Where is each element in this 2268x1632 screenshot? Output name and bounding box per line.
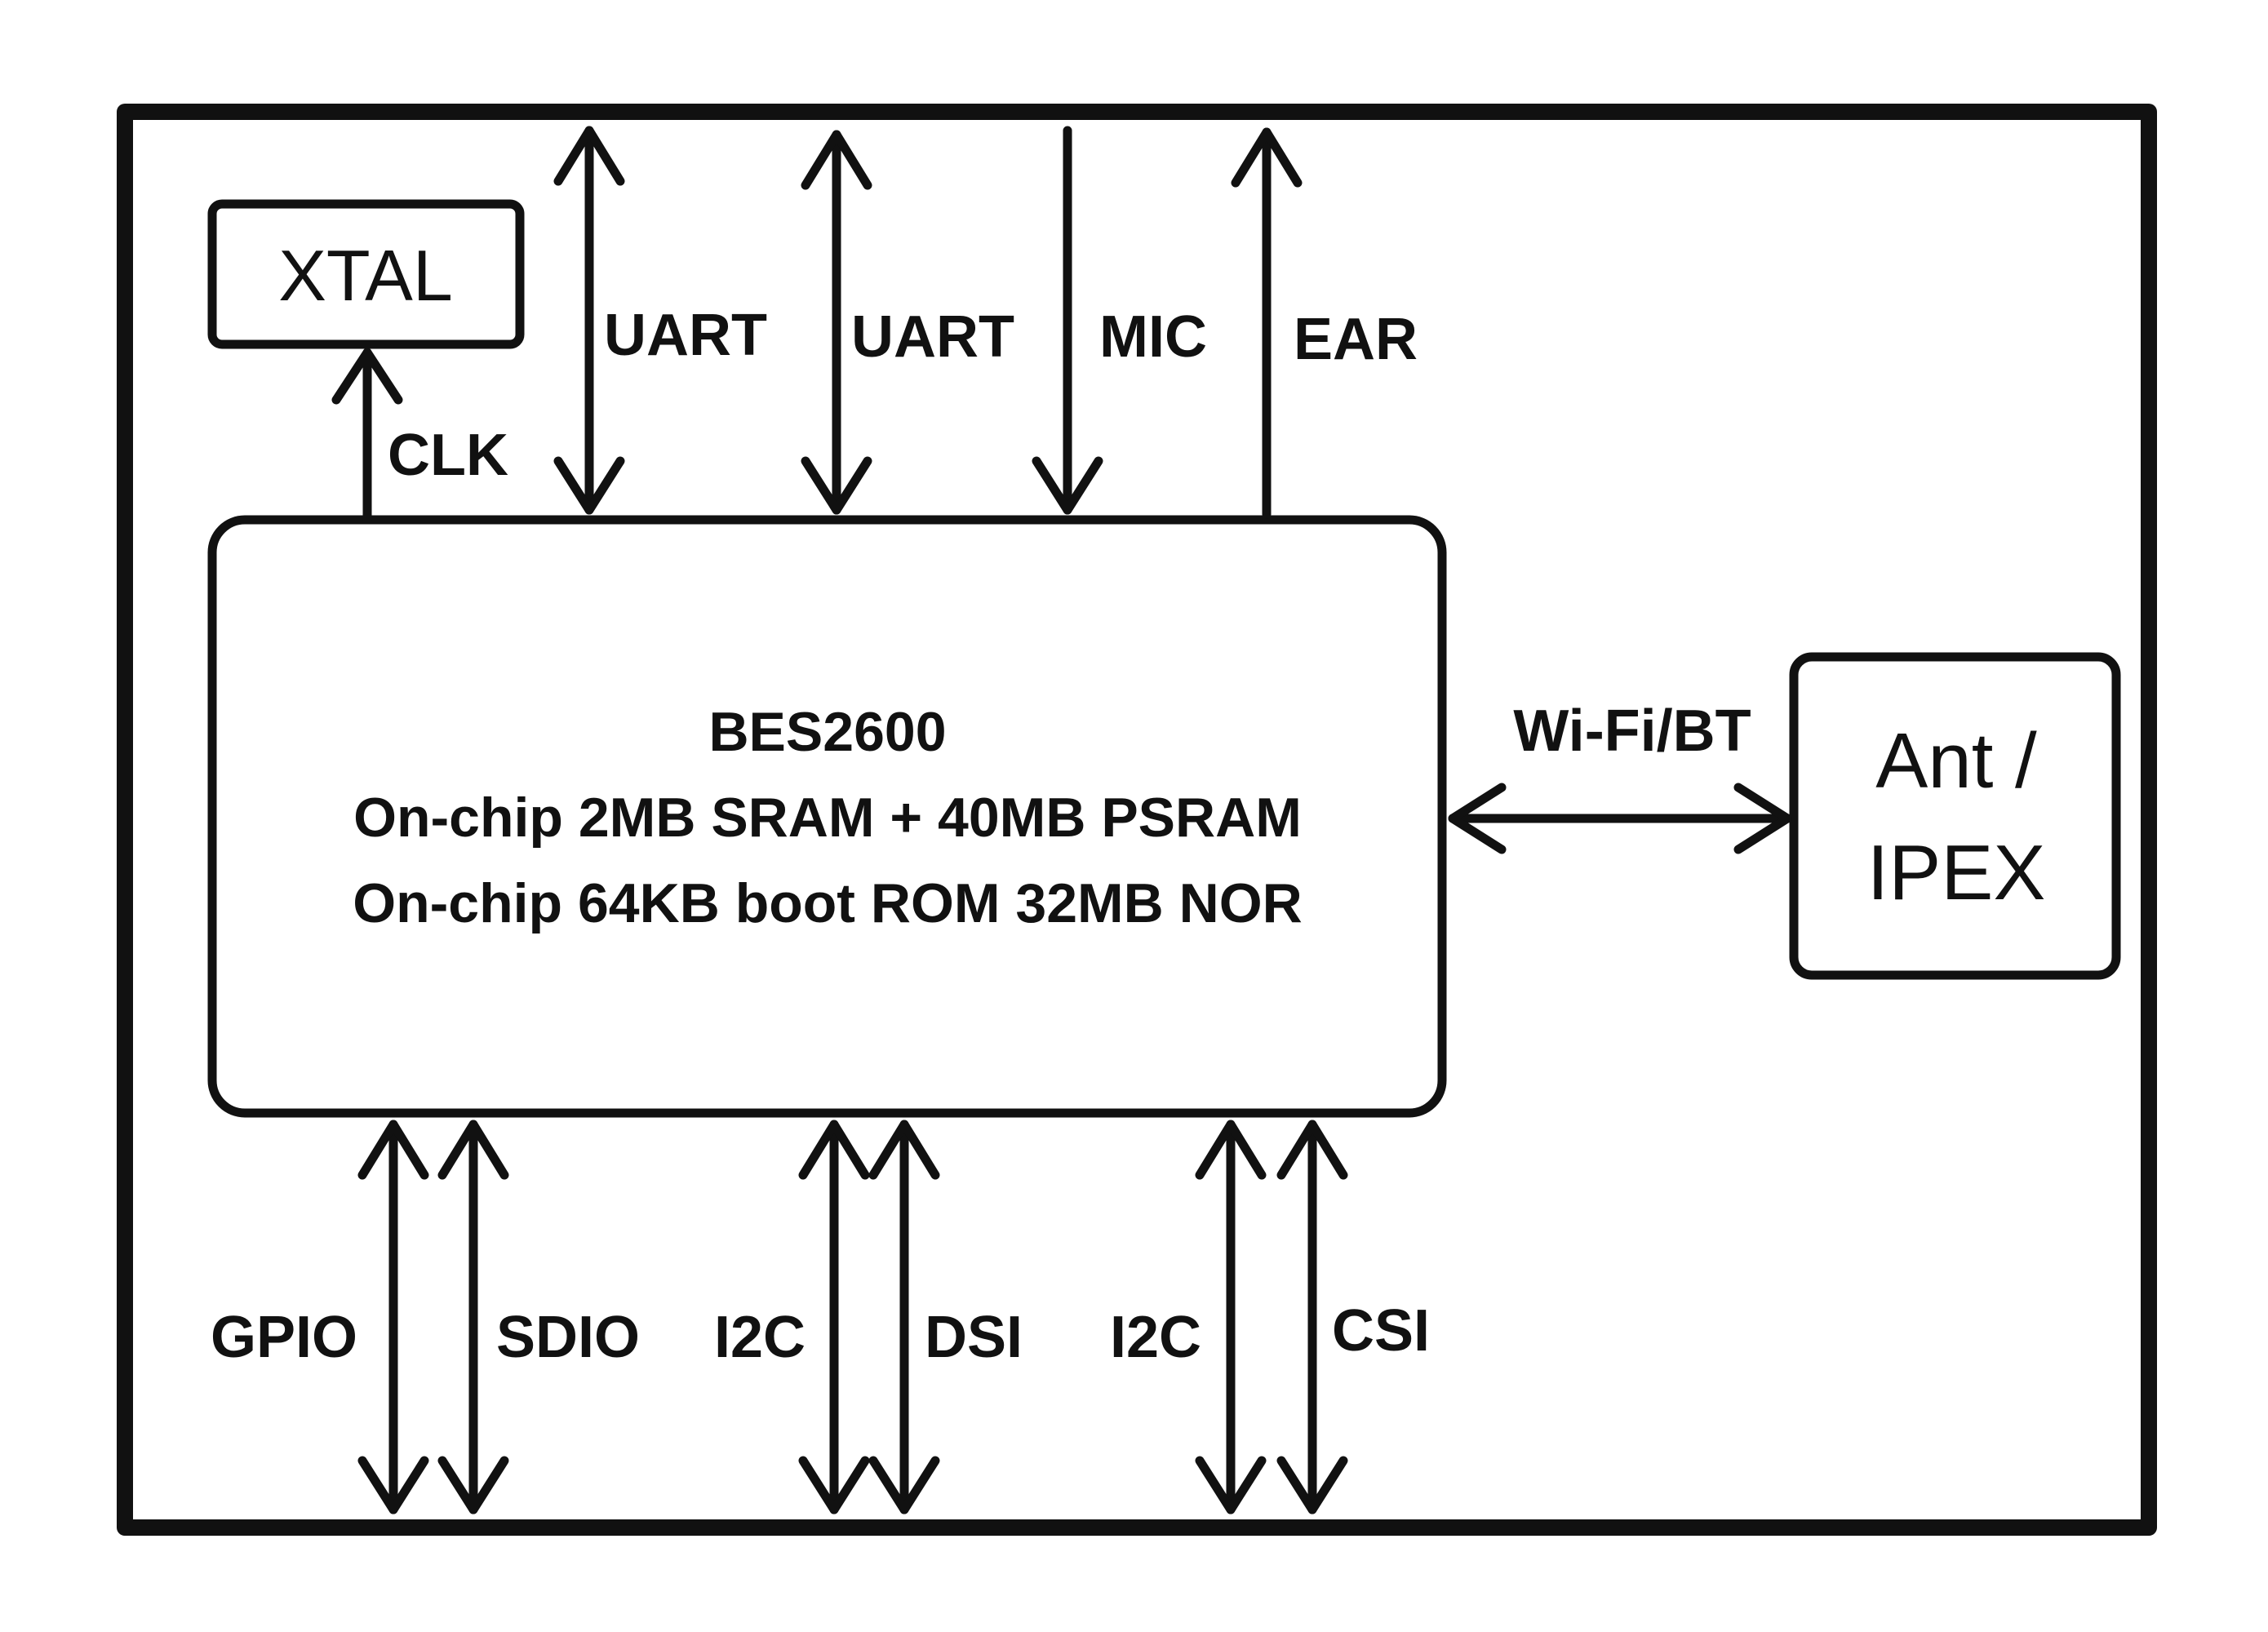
gpio-arrow bbox=[357, 1120, 429, 1514]
chip-name: BES2600 bbox=[708, 701, 946, 763]
dsi-arrow bbox=[868, 1120, 940, 1514]
sdio-arrow bbox=[437, 1120, 509, 1514]
mic-arrow bbox=[1032, 126, 1103, 515]
csi-label: CSI bbox=[1332, 1298, 1430, 1364]
dsi-label: DSI bbox=[925, 1305, 1023, 1370]
sdio-label: SDIO bbox=[496, 1305, 640, 1370]
i2c2-label: I2C bbox=[1110, 1305, 1201, 1370]
chip-memory: On-chip 2MB SRAM + 40MB PSRAM bbox=[353, 787, 1302, 849]
ear-label: EAR bbox=[1294, 307, 1418, 372]
antenna-label-line2: IPEX bbox=[1867, 829, 2046, 916]
clk-arrow bbox=[331, 348, 403, 525]
i2c1-arrow bbox=[798, 1120, 870, 1514]
csi-arrow bbox=[1276, 1120, 1348, 1514]
wifi-bt-arrow bbox=[1448, 783, 1792, 854]
module-frame bbox=[117, 104, 2157, 1536]
xtal-label: XTAL bbox=[278, 235, 453, 316]
uart1-arrow bbox=[553, 126, 625, 515]
i2c1-label: I2C bbox=[714, 1305, 806, 1370]
uart2-arrow bbox=[801, 130, 872, 515]
chip-storage: On-chip 64KB boot ROM 32MB NOR bbox=[353, 872, 1303, 934]
mic-label: MIC bbox=[1099, 304, 1207, 370]
antenna-label-line1: Ant / bbox=[1875, 717, 2037, 805]
uart2-label: UART bbox=[851, 304, 1014, 370]
chip-block bbox=[207, 515, 1447, 1118]
antenna-block bbox=[1789, 652, 2121, 980]
gpio-label: GPIO bbox=[211, 1305, 357, 1370]
i2c2-arrow bbox=[1195, 1120, 1267, 1514]
uart1-label: UART bbox=[604, 303, 767, 368]
wifi-bt-label: Wi-Fi/BT bbox=[1513, 698, 1751, 764]
xtal-block bbox=[207, 199, 525, 349]
ear-arrow bbox=[1231, 127, 1303, 519]
clk-label: CLK bbox=[388, 423, 508, 488]
